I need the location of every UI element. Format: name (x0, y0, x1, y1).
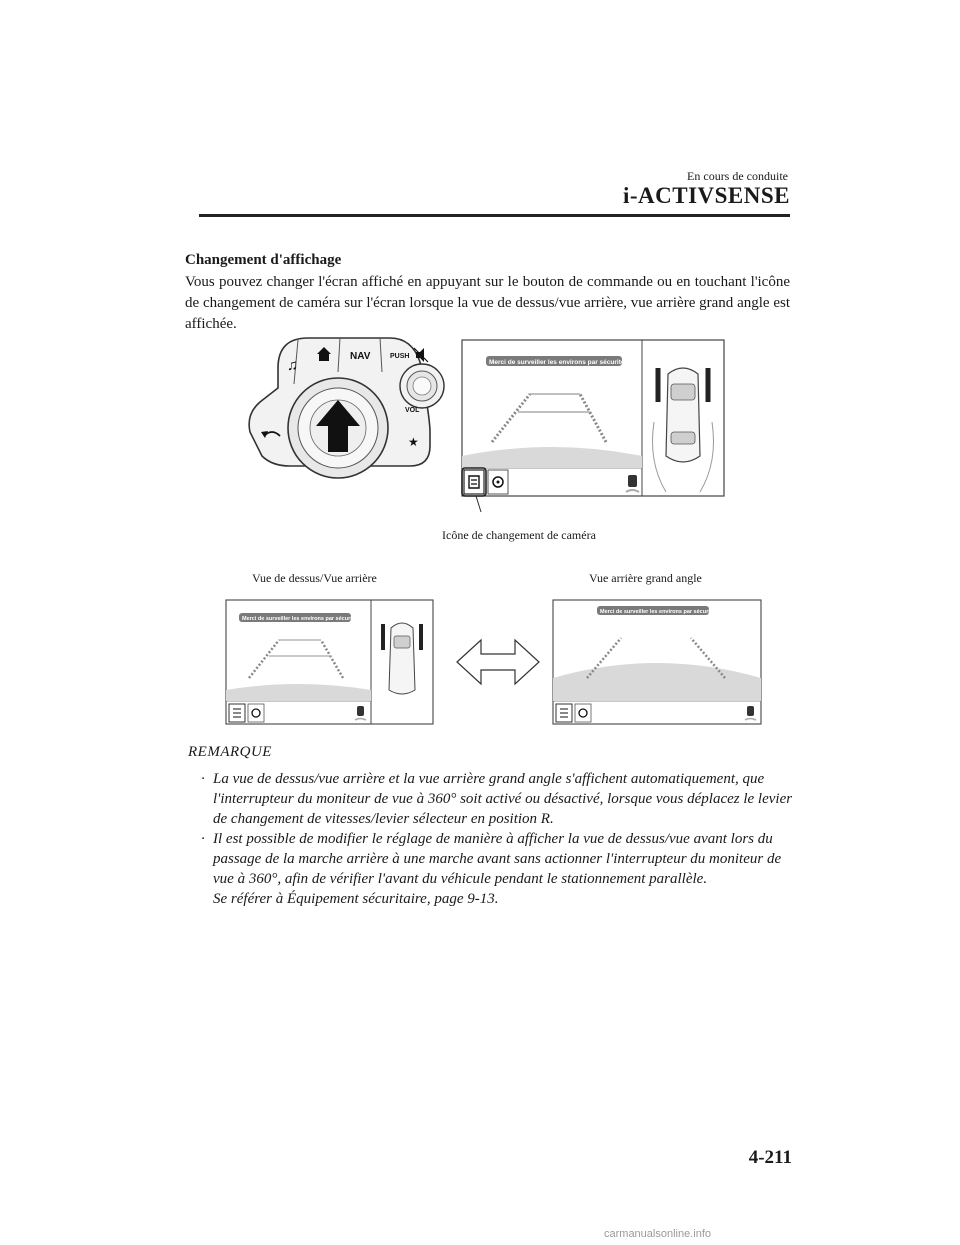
note-bullet: · (201, 831, 205, 847)
footer-site-link[interactable]: carmanualsonline.info (604, 1228, 712, 1240)
right-screen-warning-text: Merci de surveiller les environs par séc… (600, 609, 715, 615)
section-title: i-ACTIVSENSE (622, 183, 790, 208)
favorite-star-icon: ★ (408, 435, 419, 449)
page-number: 4-211 (748, 1147, 792, 1168)
right-settings-gear-icon (574, 703, 592, 723)
remarque-heading: REMARQUE (188, 744, 272, 760)
push-label: PUSH (390, 353, 409, 360)
left-camera-switch-icon (228, 703, 246, 723)
note-item: · La vue de dessus/vue arrière et la vue… (198, 769, 793, 829)
sensor-status-icon (625, 475, 640, 493)
camera-switch-highlight (461, 467, 487, 497)
top-rear-view-screen (225, 599, 434, 725)
left-sensor-status-icon (354, 706, 367, 721)
vol-label: VOL (405, 407, 420, 414)
music-icon: ♫ (287, 357, 298, 374)
right-camera-switch-icon (555, 703, 573, 723)
remarque-notes: · La vue de dessus/vue arrière et la vue… (198, 769, 793, 909)
svg-text:♫: ♫ (287, 357, 298, 374)
volume-knob (399, 363, 445, 409)
note-item: · Il est possible de modifier le réglage… (198, 829, 793, 909)
camera-switch-callout: Icône de changement de caméra (442, 528, 596, 542)
screen-warning-text: Merci de surveiller les environs par séc… (489, 359, 625, 366)
screen-warning-banner (486, 356, 622, 366)
right-sensor-status-icon (744, 706, 757, 721)
intro-paragraph: Vous pouvez changer l'écran affiché en a… (185, 274, 790, 332)
mute-icon (413, 347, 429, 363)
note-text: Il est possible de modifier le réglage d… (213, 831, 782, 887)
subheading: Changement d'affichage (185, 252, 342, 268)
camera-switch-icon (468, 475, 480, 489)
svg-text:★: ★ (408, 435, 419, 449)
controller-and-screen-figure: ♫ NAV ★ PUSH VOL Merci de surveiller les… (248, 337, 725, 512)
left-settings-gear-icon (247, 703, 265, 723)
view-comparison-figure: Merci de surveiller les environs par séc… (225, 599, 762, 725)
note-bullet: · (201, 771, 205, 787)
left-top-view-car-icon (381, 622, 423, 695)
settings-gear-icon (492, 476, 504, 488)
wide-angle-view-screen (552, 599, 762, 725)
wide-angle-view-caption: Vue arrière grand angle (589, 571, 702, 585)
note-reference: Se référer à Équipement sécuritaire, pag… (213, 891, 499, 907)
press-arrow-icon (316, 400, 360, 452)
left-screen-warning-text: Merci de surveiller les environs par séc… (242, 616, 357, 622)
double-arrow-icon (456, 638, 540, 686)
header-rule (199, 214, 790, 217)
nav-button-label: NAV (350, 351, 371, 362)
section-label: En cours de conduite (687, 169, 788, 183)
note-text: La vue de dessus/vue arrière et la vue a… (213, 771, 793, 827)
top-rear-view-caption: Vue de dessus/Vue arrière (252, 571, 377, 585)
back-icon (261, 431, 281, 438)
top-view-car-icon (652, 367, 714, 493)
callout-leader-line (475, 495, 482, 512)
home-icon (317, 347, 331, 361)
